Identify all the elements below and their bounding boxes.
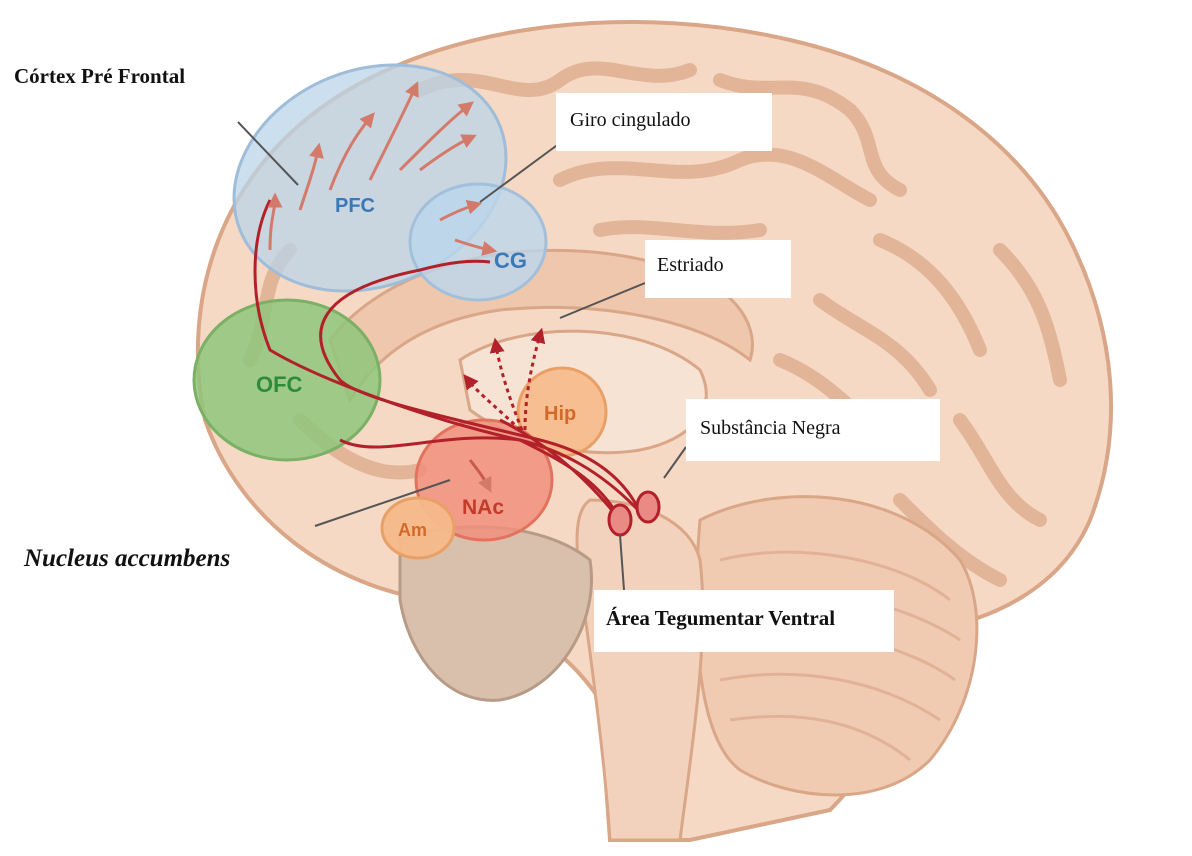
label-prefrontal-cortex: Córtex Pré Frontal — [10, 62, 189, 91]
cg-abbrev: CG — [494, 248, 527, 273]
label-striatum: Estriado — [645, 240, 791, 298]
am-abbrev: Am — [398, 520, 427, 540]
nac-abbrev: NAc — [462, 496, 504, 519]
label-ventral-tegmental-area: Área Tegumentar Ventral — [594, 590, 894, 652]
vta-nucleus — [609, 505, 631, 535]
label-substantia-nigra: Substância Negra — [686, 399, 940, 461]
sn-nucleus — [637, 492, 659, 522]
pfc-abbrev: PFC — [335, 195, 375, 217]
ofc-abbrev: OFC — [256, 372, 303, 397]
hip-abbrev: Hip — [544, 403, 576, 425]
label-cingulate-gyrus: Giro cingulado — [556, 93, 772, 151]
label-nucleus-accumbens: Nucleus accumbens — [20, 543, 234, 575]
cg-region — [410, 184, 546, 300]
brainstem — [577, 500, 703, 840]
